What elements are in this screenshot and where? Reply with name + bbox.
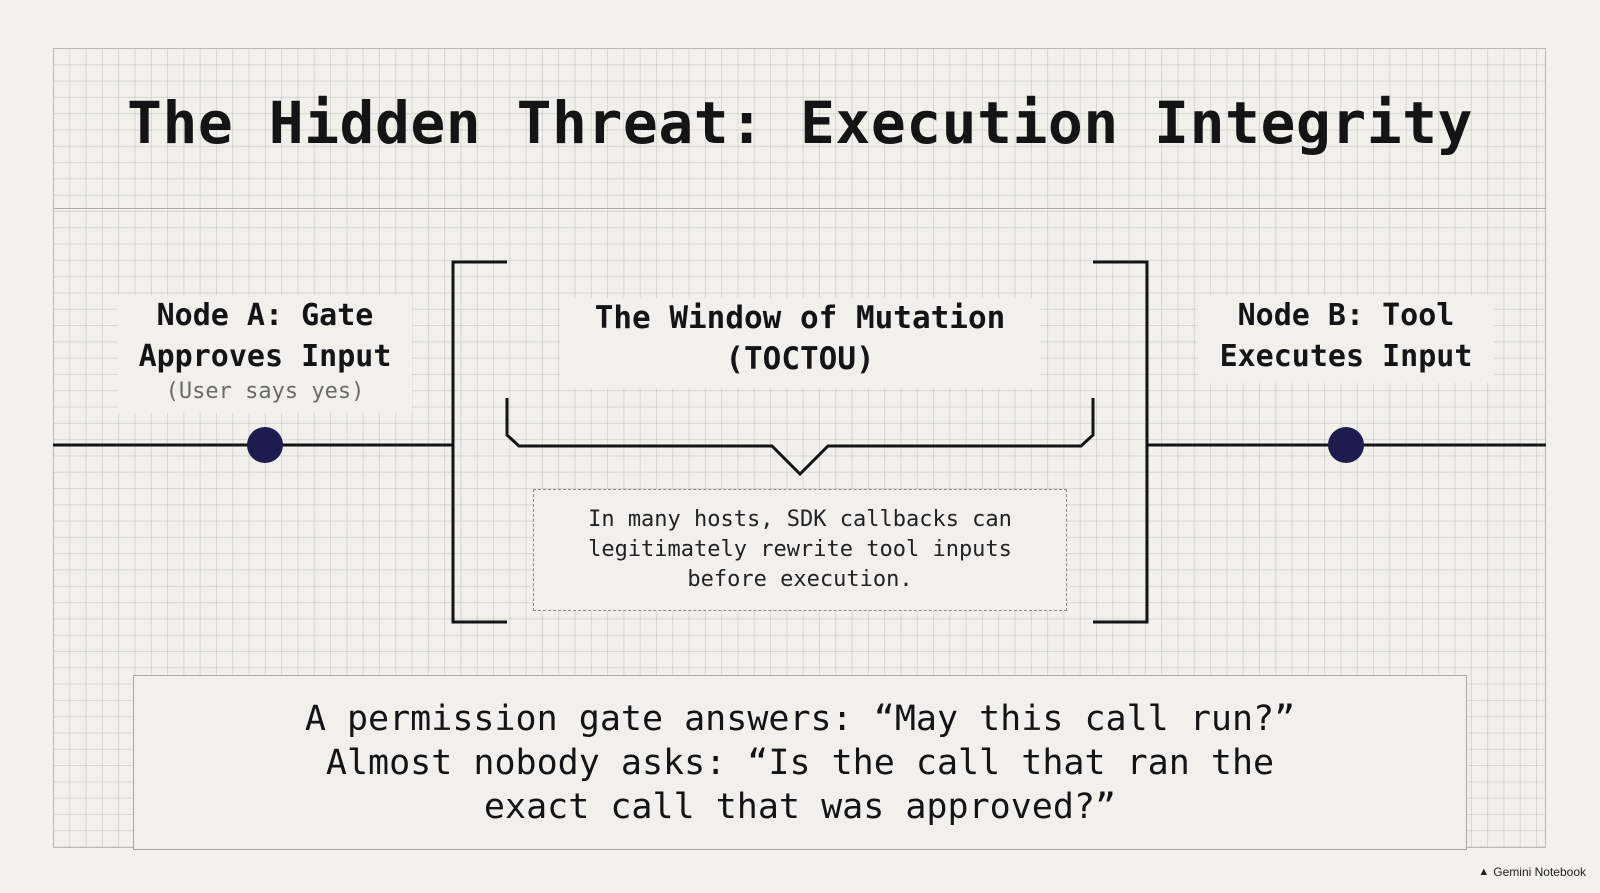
left-bracket [451, 260, 507, 624]
node-a-sublabel: (User says yes) [165, 379, 365, 404]
quote-box: A permission gate answers: “May this cal… [133, 675, 1467, 850]
notebook-logo-icon: ▲ [1478, 866, 1490, 878]
node-b-label: Node B: Tool Executes Input [1219, 298, 1473, 374]
node-a-dot [247, 427, 283, 463]
node-b-label-box: Node B: Tool Executes Input [1198, 295, 1494, 383]
node-a-label-box: Node A: Gate Approves Input (User says y… [118, 295, 412, 413]
window-label: The Window of Mutation (TOCTOU) [594, 300, 1006, 377]
quote-line-1: A permission gate answers: “May this cal… [304, 698, 1296, 739]
right-bracket [1093, 260, 1149, 624]
mutation-note: In many hosts, SDK callbacks can legitim… [533, 489, 1067, 611]
node-b-dot [1328, 427, 1364, 463]
window-brace [505, 398, 1095, 477]
quote-line-2: Almost nobody asks: “Is the call that ra… [325, 742, 1275, 827]
window-label-box: The Window of Mutation (TOCTOU) [560, 298, 1040, 388]
brand-name: Gemini Notebook [1493, 865, 1586, 879]
brand-watermark: ▲ Gemini Notebook [1478, 865, 1586, 879]
node-a-label: Node A: Gate Approves Input [138, 298, 392, 374]
title-divider [53, 208, 1546, 209]
mutation-note-text: In many hosts, SDK callbacks can legitim… [588, 507, 1012, 592]
slide-title: The Hidden Threat: Execution Integrity [127, 89, 1473, 157]
